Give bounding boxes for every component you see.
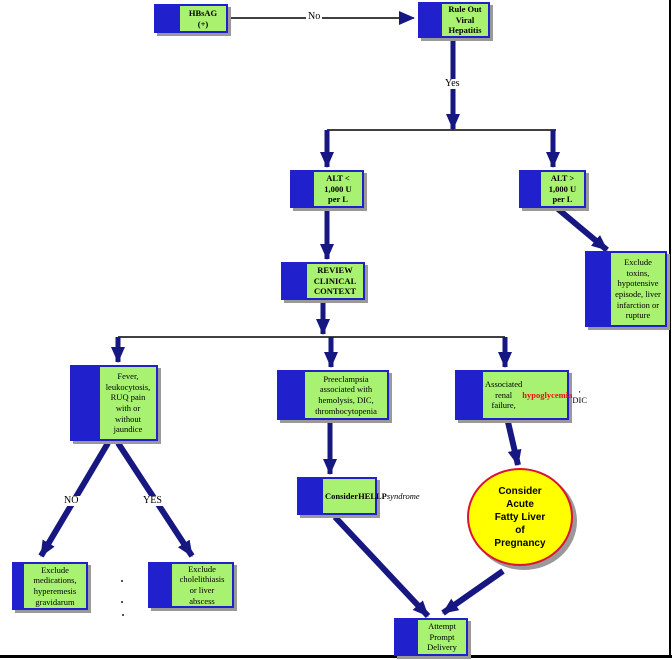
node-exclude-medications-hyperemesis: Exclude medications, hyperemesis gravida… (12, 562, 88, 610)
node-color-strip (150, 564, 172, 606)
hellp-line3: syndrome (386, 490, 420, 501)
hypoglycemia-highlight: hypoglycemia (522, 389, 573, 400)
node-label: Exclude toxins, hypotensive episode, liv… (615, 257, 661, 321)
node-label: HBsAG (+) (188, 7, 218, 29)
hellp-line2: HELLP (358, 490, 387, 501)
node-rule-out-viral-hepatitis: Rule Out Viral Hepatitis (418, 2, 490, 38)
node-label: Exclude cholelithiasis or liver abscess (179, 563, 225, 606)
artifact-dot (122, 614, 124, 616)
node-label: REVIEW CLINICAL CONTEXT (313, 265, 357, 297)
node-color-strip (156, 6, 180, 31)
node-label: Preeclampsia associated with hemolysis, … (315, 373, 377, 416)
node-color-strip (72, 367, 100, 439)
ellipse-label: Consider Acute Fatty Liver of Pregnancy (494, 485, 546, 549)
node-color-strip (587, 253, 611, 325)
node-color-strip (420, 4, 442, 36)
edge-label-no: No (306, 11, 323, 22)
node-alt-under-1000: ALT < 1,000 U per L (290, 170, 364, 208)
node-label: ALT > 1,000 U per L (548, 173, 577, 205)
node-label: Exclude medications, hyperemesis gravida… (33, 564, 77, 607)
node-color-strip (279, 372, 305, 418)
node-review-clinical-context: REVIEW CLINICAL CONTEXT (281, 262, 365, 300)
node-hbsag-positive: HBsAG (+) (154, 4, 228, 33)
node-consider-acute-fatty-liver-of-pregnancy: Consider Acute Fatty Liver of Pregnancy (467, 468, 573, 566)
node-label: ALT < 1,000 U per L (324, 173, 352, 205)
node-color-strip (292, 172, 314, 206)
node-color-strip (457, 372, 483, 418)
node-fever-leukocytosis-ruq-pain: Fever, leukocytosis, RUQ pain with or wi… (70, 365, 158, 441)
node-exclude-cholelithiasis-abscess: Exclude cholelithiasis or liver abscess (148, 562, 234, 608)
node-label: Attempt Prompt Delivery (427, 621, 457, 653)
node-label: Rule Out Viral Hepatitis (448, 4, 482, 36)
artifact-dot (121, 580, 123, 582)
edge-label-no-branch: NO (62, 495, 81, 506)
text-after: , DIC (572, 384, 587, 405)
hellp-line1: Consider (325, 490, 359, 501)
node-associated-renal-failure-hypoglycemia: Associated renal failure, hypoglycemia ,… (455, 370, 587, 420)
node-preeclampsia-hemolysis-dic: Preeclampsia associated with hemolysis, … (277, 370, 389, 420)
artifact-dot (121, 601, 123, 603)
node-color-strip (521, 172, 541, 206)
edge-label-yes-branch: YES (141, 495, 164, 506)
node-color-strip (396, 620, 418, 654)
edge-label-yes: Yes (443, 78, 462, 89)
node-color-strip (299, 479, 323, 513)
node-label: Associated renal failure, hypoglycemia ,… (483, 372, 589, 418)
node-alt-over-1000: ALT > 1,000 U per L (519, 170, 586, 208)
node-exclude-toxins: Exclude toxins, hypotensive episode, liv… (585, 251, 667, 327)
text-before: Associated renal failure, (485, 379, 523, 411)
node-label: Fever, leukocytosis, RUQ pain with or wi… (105, 371, 151, 435)
node-color-strip (283, 264, 307, 298)
node-attempt-prompt-delivery: Attempt Prompt Delivery (394, 618, 468, 656)
node-color-strip (14, 564, 24, 608)
